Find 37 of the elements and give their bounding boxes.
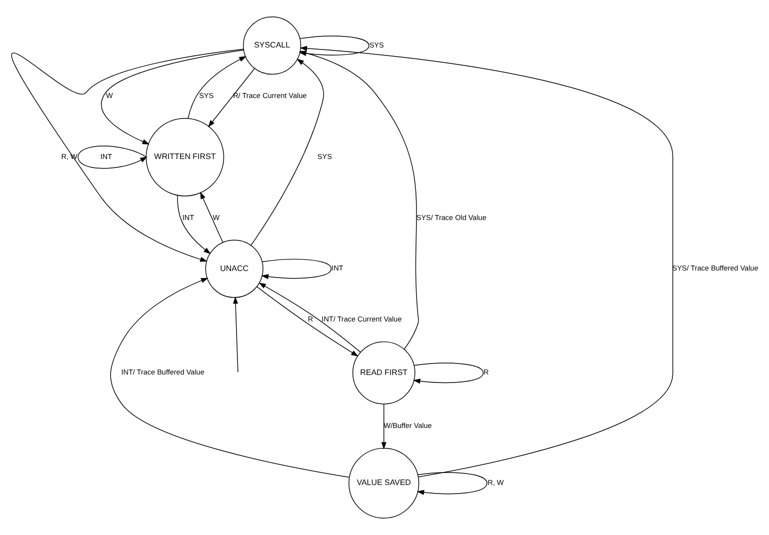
edge-label: INT/ Trace Buffered Value [121, 368, 204, 377]
edge-label: R/ Trace Current Value [233, 91, 307, 100]
node-circle: SYSCALL [243, 16, 302, 75]
edge-label: SYS [369, 40, 384, 50]
edge-label: R, W [488, 478, 504, 488]
arrow [208, 68, 255, 128]
arrow [188, 56, 246, 119]
arrow [300, 46, 674, 478]
edge-label: INT [332, 264, 344, 273]
edge-label: W [106, 91, 113, 100]
arrow [12, 48, 244, 262]
arrow [101, 50, 244, 144]
node-circle: UNACC [205, 240, 264, 298]
edge-label: INT [182, 212, 194, 222]
arrow [299, 50, 419, 350]
arrow [250, 58, 324, 246]
edge-label: INT/ Trace Current Value [322, 314, 402, 324]
edge-label: SYS/ Trace Buffered Value [672, 264, 758, 273]
arrow [232, 296, 238, 372]
arrow [110, 278, 350, 478]
arrow [416, 472, 488, 495]
edge-label: INT [100, 152, 112, 161]
edge-label: W/Buffer Value [384, 420, 432, 430]
edge-label: R [308, 314, 314, 324]
arrow [299, 36, 370, 56]
arrow [381, 404, 386, 450]
edge-label: SYS [317, 152, 332, 161]
edge-label: W [212, 212, 220, 222]
arrow [78, 146, 148, 169]
arrow [177, 194, 211, 254]
arrow [200, 192, 224, 243]
arrow [261, 258, 332, 280]
edge-label: SYS [199, 91, 214, 100]
arrow [413, 362, 484, 384]
edge-label: R [484, 368, 489, 377]
node-circle: VALUE SAVED [348, 448, 420, 518]
node-circle: READ FIRST [352, 341, 416, 404]
